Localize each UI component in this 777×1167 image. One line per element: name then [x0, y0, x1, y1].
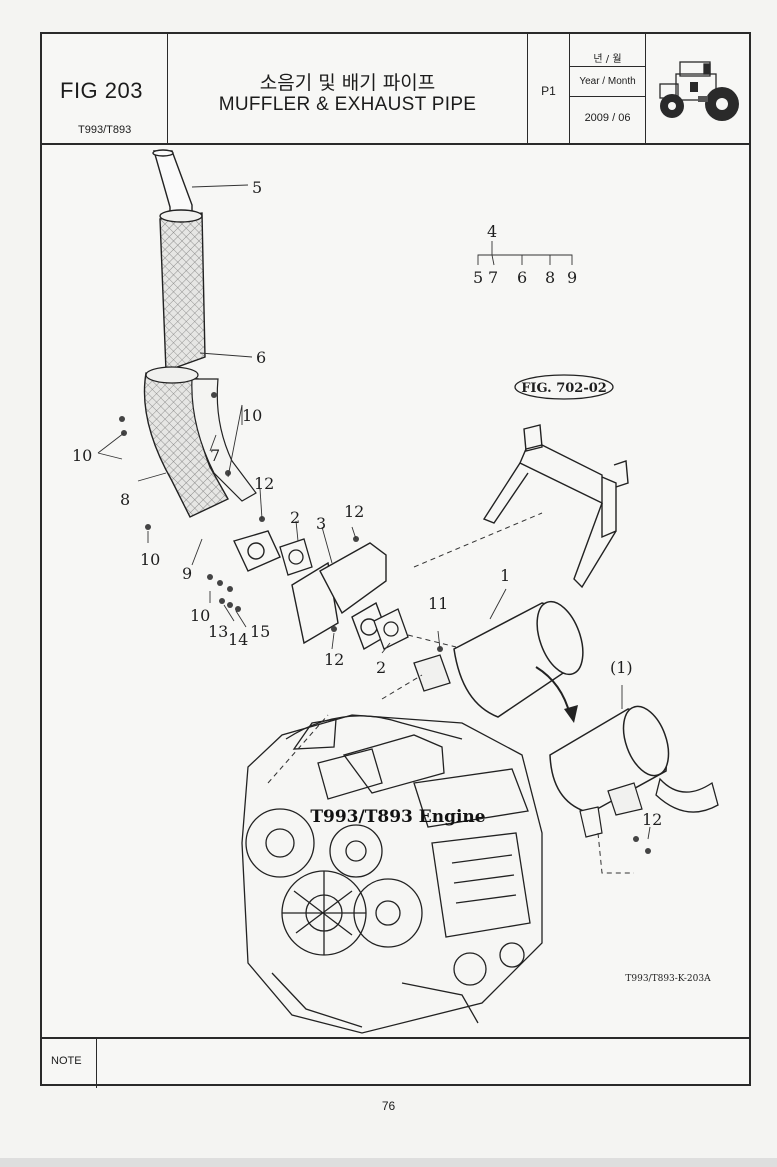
title-block: FIG 203 T993/T893 소음기 및 배기 파이프 MUFFLER &…: [42, 34, 749, 145]
assembly-leaders: [267, 512, 634, 874]
callout-5: 5: [252, 178, 262, 197]
callout-15: 15: [250, 622, 270, 641]
page-number: 76: [381, 1099, 396, 1113]
scan-edge: [0, 1158, 777, 1167]
callout-1: 1: [500, 566, 510, 585]
elbow-pipe-8: [143, 366, 257, 518]
date-cell: 년 / 월 Year / Month 2009 / 06: [570, 34, 646, 143]
callout-12: 12: [324, 650, 344, 669]
callout-10: 10: [140, 550, 160, 569]
heat-shield-6: [159, 209, 206, 372]
callout-10: 10: [242, 406, 262, 425]
year-month-label: Year / Month: [579, 76, 636, 87]
callout-7: 7: [210, 446, 220, 465]
gasket-2b: [373, 608, 409, 650]
note-label-cell: NOTE: [42, 1039, 97, 1088]
year-month-korean: 년 / 월: [593, 54, 622, 65]
group-child-9: 9: [567, 268, 577, 287]
exploded-parts-diagram: 5 6 10 10 7 8 12 2 3 12 10 9 10 13 14 15…: [72, 149, 719, 1034]
parts-page-frame: FIG 203 T993/T893 소음기 및 배기 파이프 MUFFLER &…: [40, 32, 751, 1088]
group-child-8: 8: [545, 268, 555, 287]
callout-2: 2: [290, 508, 300, 527]
muffler-alt-1: [549, 705, 719, 838]
callout-8: 8: [120, 490, 130, 509]
exhaust-adapter-3: [291, 542, 389, 651]
callout-alt-1: (1): [610, 658, 633, 677]
fig-reference: FIG. 702-02: [514, 374, 614, 400]
callout-leaders: [97, 184, 651, 840]
page-label: P1: [541, 84, 556, 98]
callout-12: 12: [344, 502, 364, 521]
engine-label: T993/T893 Engine: [310, 807, 485, 827]
note-row: NOTE: [42, 1037, 749, 1088]
callout-6: 6: [256, 348, 266, 367]
callout-2: 2: [376, 658, 386, 677]
gasket-2: [279, 538, 313, 576]
note-label: NOTE: [51, 1055, 82, 1067]
page-cell: P1: [528, 34, 570, 143]
callout-3: 3: [316, 514, 326, 533]
callout-12: 12: [254, 474, 274, 493]
group-child-7: 7: [488, 268, 498, 287]
callout-11: 11: [428, 594, 448, 613]
figure-number: FIG 203: [60, 78, 143, 103]
callout-13: 13: [208, 622, 228, 641]
tractor-icon: [659, 61, 739, 121]
engine-illustration: [241, 714, 543, 1034]
callout-9: 9: [182, 564, 192, 583]
model-code: T993/T893: [78, 124, 132, 136]
group-child-5: 5: [473, 268, 483, 287]
group-parent-4: 4: [487, 222, 497, 241]
pipe-flange: [233, 530, 281, 572]
drawing-code: T993/T893-K-203A: [625, 974, 711, 984]
group-child-6: 6: [517, 268, 527, 287]
tractor-thumbnail-cell: [646, 34, 749, 143]
callout-14: 14: [228, 630, 248, 649]
callout-12: 12: [642, 810, 662, 829]
date-divider: [570, 66, 645, 67]
title-korean: 소음기 및 배기 파이프: [259, 72, 436, 94]
callout-10: 10: [190, 606, 210, 625]
muffler-1: [413, 600, 584, 723]
callout-10: 10: [72, 446, 92, 465]
fig-reference-label: FIG. 702-02: [521, 381, 607, 396]
support-bracket: [482, 424, 629, 589]
title-english: MUFFLER & EXHAUST PIPE: [218, 94, 477, 115]
fig-cell: FIG 203 T993/T893: [42, 34, 168, 143]
title-cell: 소음기 및 배기 파이프 MUFFLER & EXHAUST PIPE: [168, 34, 528, 143]
date-divider: [570, 96, 645, 97]
issue-date: 2009 / 06: [584, 112, 631, 124]
